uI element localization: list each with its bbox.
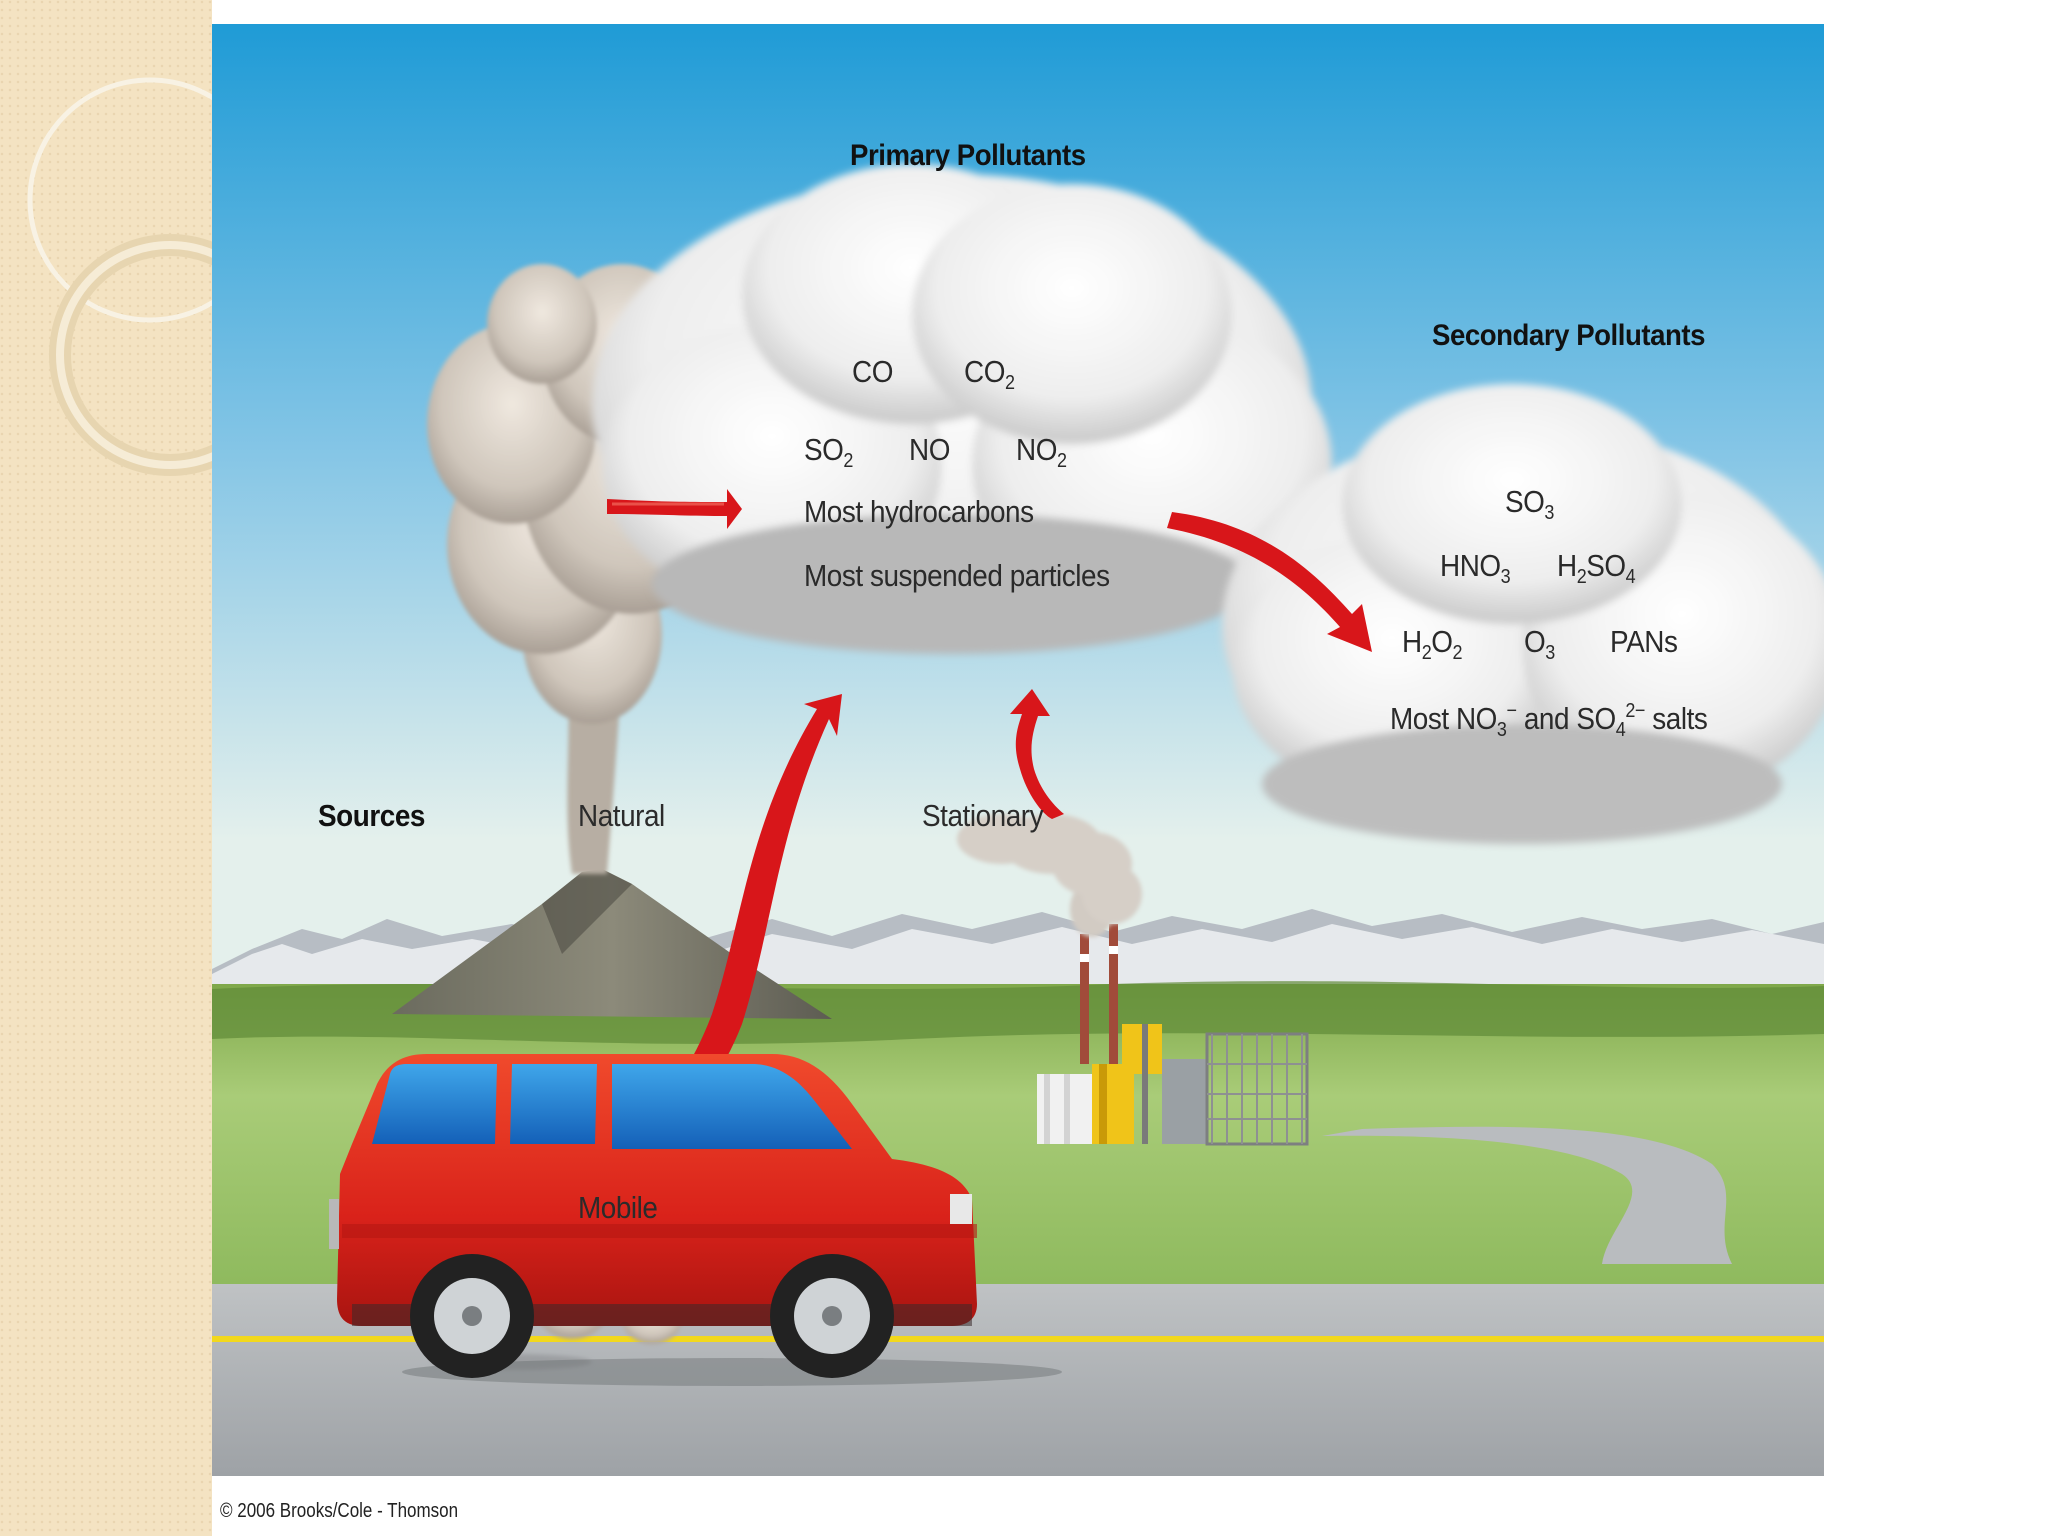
secondary-pollutants-title: Secondary Pollutants [1432,319,1706,352]
primary-pollutants-title: Primary Pollutants [850,139,1086,172]
factory-icon [1037,924,1309,1146]
source-stationary-label: Stationary [922,798,1044,833]
factory-smoke [957,814,1142,937]
car-icon [329,1054,1062,1386]
chem-so3: SO3 [1505,484,1554,524]
copyright-credit: © 2006 Brooks/Cole - Thomson [220,1500,459,1522]
chem-no2: NO2 [1016,432,1067,472]
sources-heading: Sources [318,798,425,833]
source-mobile-label: Mobile [578,1190,658,1225]
most-suspended-particles-label: Most suspended particles [804,558,1110,593]
chem-h2o2: H2O2 [1402,624,1463,664]
arrow-primary-to-secondary [1167,512,1372,652]
arrow-mobile-to-primary [552,694,842,1222]
scene-illustration [212,24,1824,1476]
arrow-natural-to-primary [607,489,742,529]
road-center-line [212,1336,1824,1342]
chem-h2so4: H2SO4 [1557,548,1636,588]
chem-so2: SO2 [804,432,853,472]
side-road [1322,1126,1732,1264]
nitrate-sulfate-salts-label: Most NO3− and SO42− salts [1390,700,1708,741]
chem-o3: O3 [1524,624,1555,664]
chem-co2: CO2 [964,354,1015,394]
source-natural-label: Natural [578,798,665,833]
secondary-pollutants-cloud [1222,384,1824,844]
chem-co: CO [852,354,893,389]
slide-decoration-rings [27,77,260,476]
pollution-diagram: Primary Pollutants Secondary Pollutants … [212,24,1824,1476]
chem-pans: PANs [1610,624,1678,659]
chem-no: NO [909,432,950,467]
most-hydrocarbons-label: Most hydrocarbons [804,494,1034,529]
arrow-stationary-to-primary [1010,689,1064,819]
chem-hno3: HNO3 [1440,548,1511,588]
